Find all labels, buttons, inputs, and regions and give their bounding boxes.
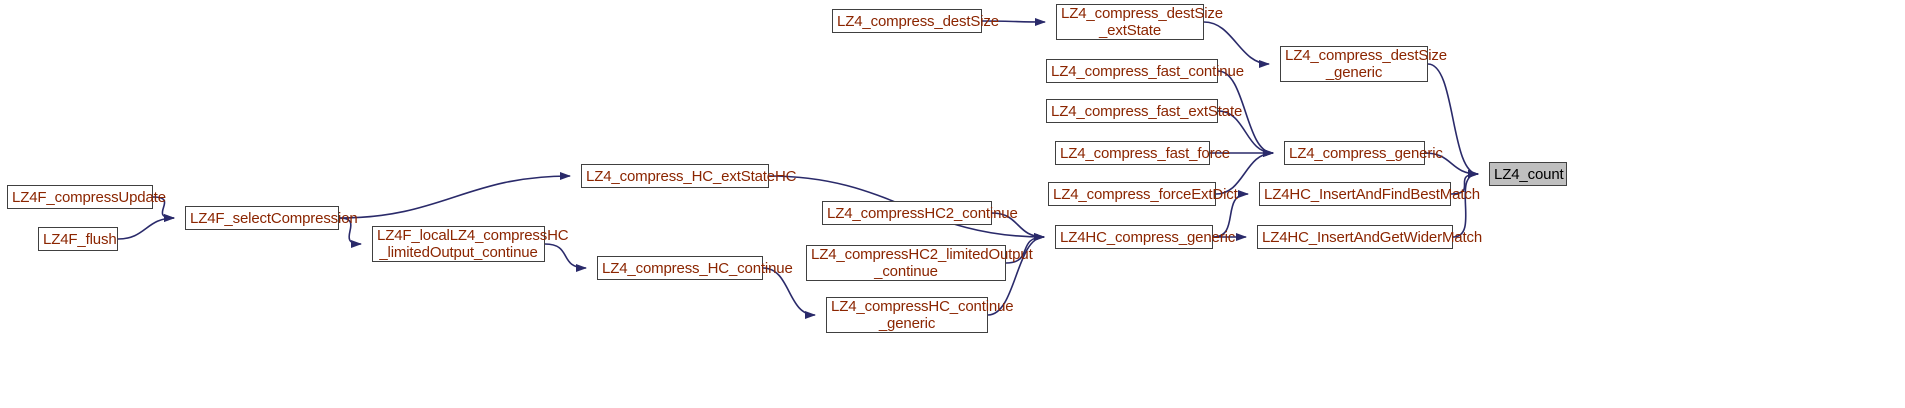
graph-node-lz4-compress-fast-continue[interactable]: LZ4_compress_fast_continue <box>1046 59 1244 83</box>
graph-node-label: LZ4HC_InsertAndGetWiderMatch <box>1262 228 1483 246</box>
graph-node-label: LZ4F_flush <box>43 230 117 248</box>
graph-node-label: LZ4F_compressUpdate <box>12 188 166 206</box>
graph-edge <box>117 214 175 240</box>
graph-node-lz4hc-insertandgetwidermatch[interactable]: LZ4HC_InsertAndGetWiderMatch <box>1257 225 1483 249</box>
graph-edge <box>544 243 587 272</box>
graph-node-label: LZ4HC_compress_generic <box>1060 228 1236 246</box>
graph-node-label: LZ4_compress_destSize _generic <box>1285 47 1447 81</box>
graph-node-lz4f-flush[interactable]: LZ4F_flush <box>38 227 118 251</box>
graph-edge <box>1452 170 1479 238</box>
graph-node-label: LZ4_compress_forceExtDict <box>1053 185 1238 203</box>
graph-node-label: LZ4_compress_destSize <box>837 12 999 30</box>
graph-node-label: LZ4HC_InsertAndFindBestMatch <box>1264 185 1480 203</box>
graph-node-lz4-compress-hc-extstatehc[interactable]: LZ4_compress_HC_extStateHC <box>581 164 797 188</box>
graph-node-lz4-compresshc2-continue[interactable]: LZ4_compressHC2_continue <box>822 201 1018 225</box>
graph-node-label: LZ4F_selectCompression <box>190 209 358 227</box>
graph-node-label: LZ4F_localLZ4_compressHC _limitedOutput_… <box>377 227 569 261</box>
graph-node-label: LZ4_count <box>1494 165 1564 183</box>
graph-node-lz4-compress-destsize-generic[interactable]: LZ4_compress_destSize _generic <box>1280 46 1447 82</box>
graph-node-lz4-compress-forceextdict[interactable]: LZ4_compress_forceExtDict <box>1048 182 1238 206</box>
graph-node-label: LZ4_compress_HC_continue <box>602 259 793 277</box>
graph-node-label: LZ4_compress_destSize _extState <box>1061 5 1223 39</box>
graph-node-lz4-compresshc-continue-generic[interactable]: LZ4_compressHC_continue _generic <box>826 297 1014 333</box>
graph-node-label: LZ4_compressHC2_limitedOutput _continue <box>811 246 1033 280</box>
graph-node-label: LZ4_compressHC_continue _generic <box>831 298 1014 332</box>
graph-edge <box>1203 21 1270 68</box>
graph-node-lz4-compresshc2-limitedoutput-continue[interactable]: LZ4_compressHC2_limitedOutput _continue <box>806 245 1033 281</box>
graph-edge <box>338 172 571 219</box>
graph-node-label: LZ4_compressHC2_continue <box>827 204 1018 222</box>
graph-node-label: LZ4_compress_fast_force <box>1060 144 1230 162</box>
graph-node-lz4-count[interactable]: LZ4_count <box>1489 162 1567 186</box>
graph-node-lz4f-compressupdate[interactable]: LZ4F_compressUpdate <box>7 185 166 209</box>
graph-node-lz4-compress-hc-continue[interactable]: LZ4_compress_HC_continue <box>597 256 793 280</box>
graph-node-label: LZ4_compress_fast_continue <box>1051 62 1244 80</box>
graph-node-lz4-compress-fast-extstate[interactable]: LZ4_compress_fast_extState <box>1046 99 1243 123</box>
graph-node-label: LZ4_compress_generic <box>1289 144 1443 162</box>
graph-node-lz4-compress-generic[interactable]: LZ4_compress_generic <box>1284 141 1443 165</box>
graph-node-lz4hc-compress-generic[interactable]: LZ4HC_compress_generic <box>1055 225 1236 249</box>
graph-node-lz4-compress-destsize[interactable]: LZ4_compress_destSize <box>832 9 999 33</box>
graph-node-lz4-compress-fast-force[interactable]: LZ4_compress_fast_force <box>1055 141 1230 165</box>
graph-node-lz4f-selectcompression[interactable]: LZ4F_selectCompression <box>185 206 358 230</box>
graph-node-lz4f-locallz4-compresshc-limitedoutput-continue[interactable]: LZ4F_localLZ4_compressHC _limitedOutput_… <box>372 226 569 262</box>
graph-node-label: LZ4_compress_HC_extStateHC <box>586 167 797 185</box>
graph-node-lz4-compress-destsize-extstate[interactable]: LZ4_compress_destSize _extState <box>1056 4 1223 40</box>
graph-node-label: LZ4_compress_fast_extState <box>1051 102 1243 120</box>
graph-node-lz4hc-insertandfindbestmatch[interactable]: LZ4HC_InsertAndFindBestMatch <box>1259 182 1480 206</box>
